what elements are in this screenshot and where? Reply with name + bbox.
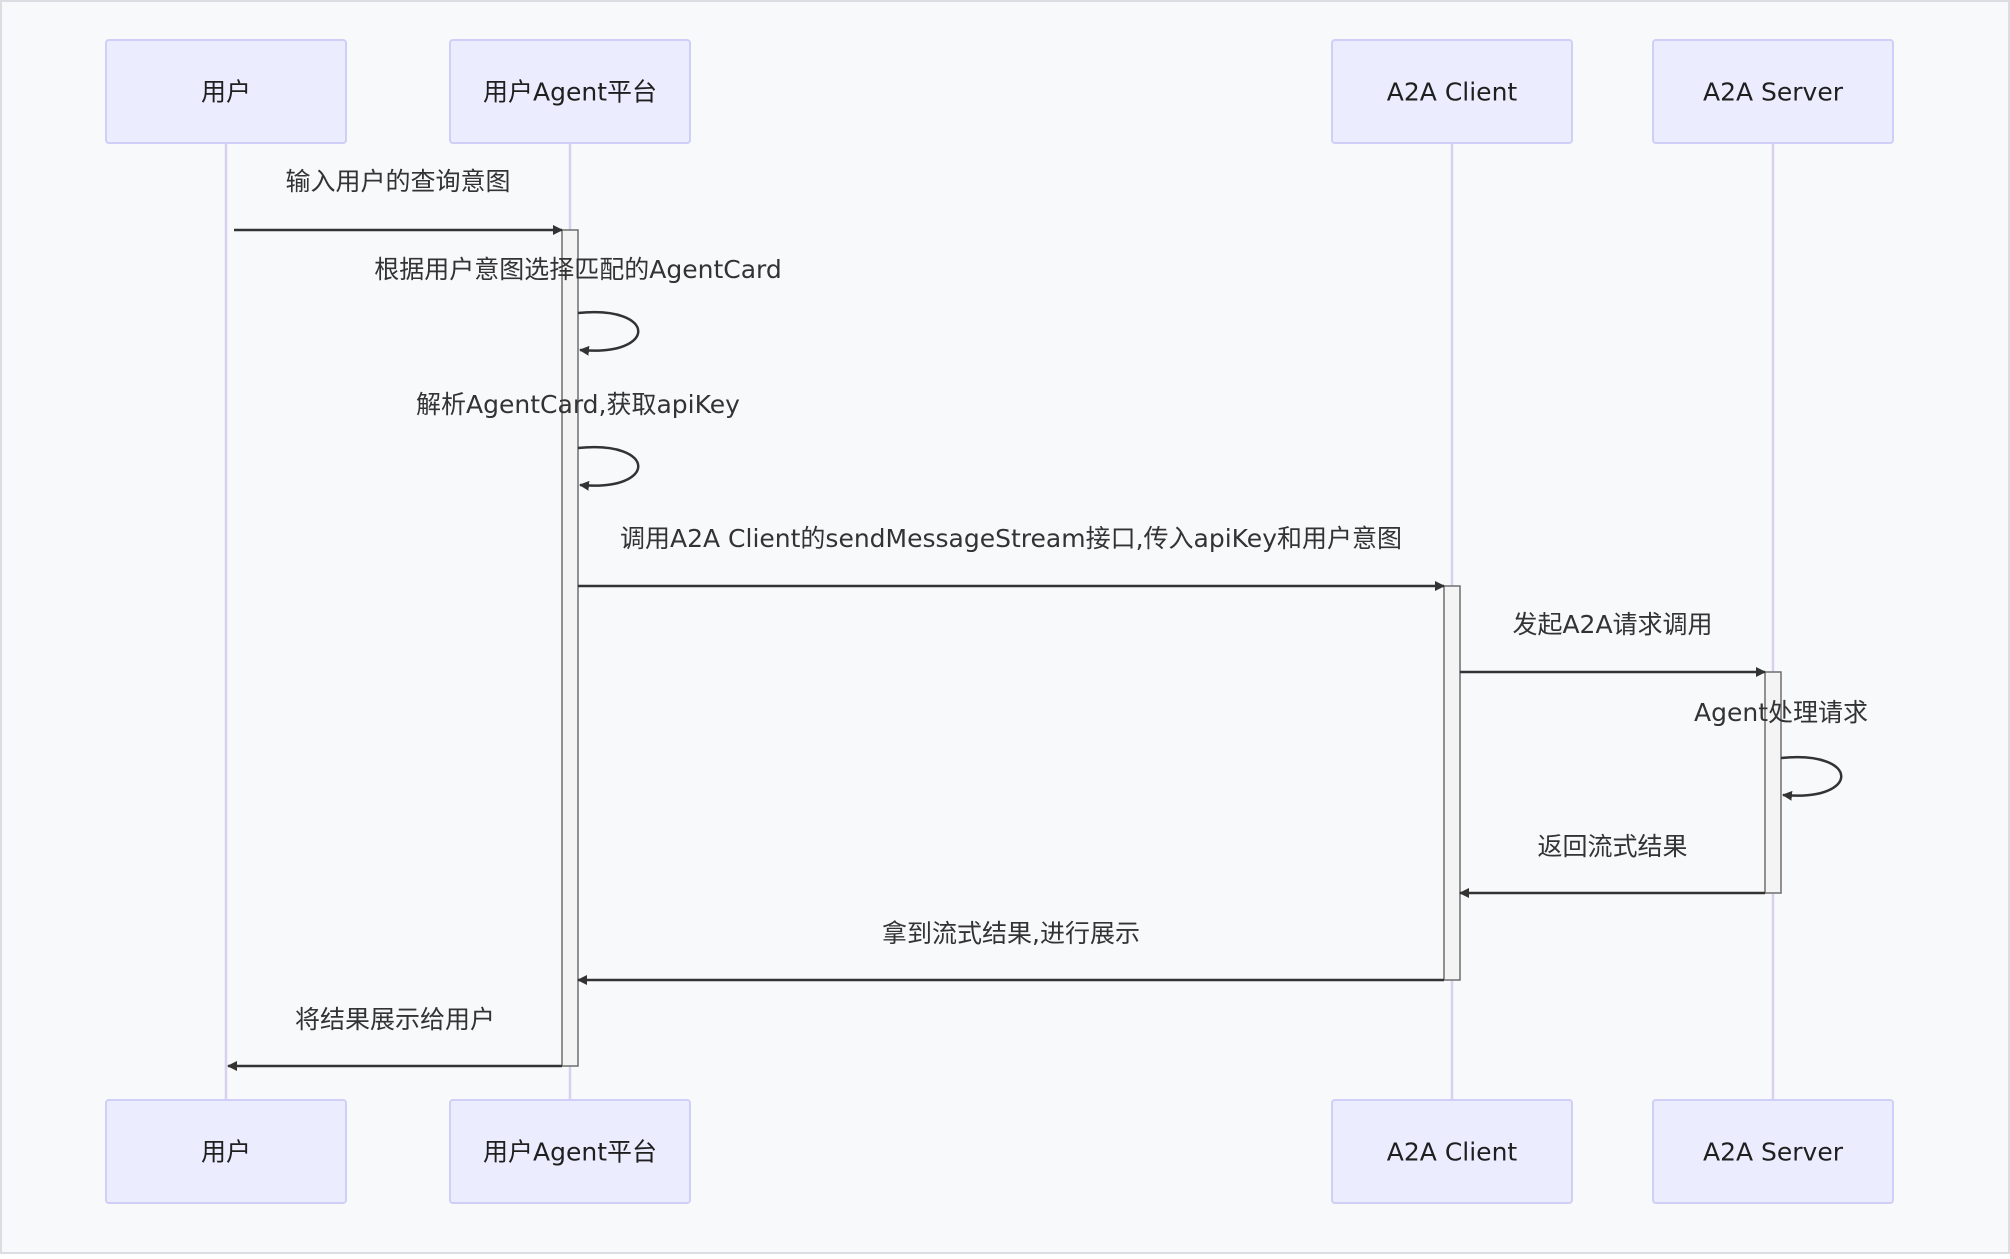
actor-platform-bottom: 用户Agent平台 bbox=[449, 1099, 691, 1204]
actor-label: 用户 bbox=[201, 1138, 251, 1167]
actor-label: A2A Client bbox=[1387, 1138, 1518, 1167]
actor-platform-top: 用户Agent平台 bbox=[449, 39, 691, 144]
message-5: 发起A2A请求调用 bbox=[1460, 610, 1766, 677]
message-2: 根据用户意图选择匹配的AgentCard bbox=[374, 255, 782, 356]
actor-user-bottom: 用户 bbox=[105, 1099, 347, 1204]
actor-label: 用户 bbox=[201, 78, 251, 107]
actor-label: A2A Server bbox=[1703, 1138, 1844, 1167]
message-label: 将结果展示给用户 bbox=[295, 1005, 495, 1034]
actor-box bbox=[1652, 39, 1894, 144]
message-label: 解析AgentCard,获取apiKey bbox=[416, 390, 740, 419]
actor-label: 用户Agent平台 bbox=[483, 78, 657, 107]
message-label: 拿到流式结果,进行展示 bbox=[882, 919, 1140, 948]
actor-box bbox=[1331, 1099, 1573, 1204]
message-label: Agent处理请求 bbox=[1694, 698, 1868, 727]
message-label: 发起A2A请求调用 bbox=[1512, 610, 1712, 639]
message-7: 返回流式结果 bbox=[1459, 832, 1765, 898]
activation-bar-client bbox=[1443, 585, 1461, 981]
activation-bar-server bbox=[1764, 671, 1782, 894]
message-6: Agent处理请求 bbox=[1694, 698, 1868, 801]
self-call-arrow bbox=[577, 445, 640, 491]
message-label: 返回流式结果 bbox=[1537, 832, 1687, 861]
actor-label: A2A Server bbox=[1703, 78, 1844, 107]
message-4: 调用A2A Client的sendMessageStream接口,传入apiKe… bbox=[578, 524, 1445, 591]
actor-box bbox=[449, 1099, 691, 1204]
message-1: 输入用户的查询意图 bbox=[234, 167, 563, 235]
actor-box bbox=[105, 39, 347, 144]
actor-user-top: 用户 bbox=[105, 39, 347, 144]
message-label: 调用A2A Client的sendMessageStream接口,传入apiKe… bbox=[620, 524, 1402, 553]
message-label: 根据用户意图选择匹配的AgentCard bbox=[374, 255, 781, 284]
actor-box bbox=[105, 1099, 347, 1204]
message-label: 输入用户的查询意图 bbox=[285, 167, 510, 196]
actor-label: A2A Client bbox=[1387, 78, 1518, 107]
activation-bars bbox=[561, 229, 1782, 1067]
actor-box bbox=[449, 39, 691, 144]
self-call-arrow bbox=[577, 310, 640, 356]
actor-client-top: A2A Client bbox=[1331, 39, 1573, 144]
self-call-arrow bbox=[1780, 755, 1843, 801]
actor-box bbox=[1331, 39, 1573, 144]
actor-client-bottom: A2A Client bbox=[1331, 1099, 1573, 1204]
actor-box bbox=[1652, 1099, 1894, 1204]
actor-server-bottom: A2A Server bbox=[1652, 1099, 1894, 1204]
message-8: 拿到流式结果,进行展示 bbox=[577, 919, 1444, 985]
message-9: 将结果展示给用户 bbox=[227, 1005, 562, 1071]
actor-label: 用户Agent平台 bbox=[483, 1138, 657, 1167]
message-3: 解析AgentCard,获取apiKey bbox=[416, 390, 740, 491]
actor-server-top: A2A Server bbox=[1652, 39, 1894, 144]
activation-bar-platform bbox=[561, 229, 579, 1067]
